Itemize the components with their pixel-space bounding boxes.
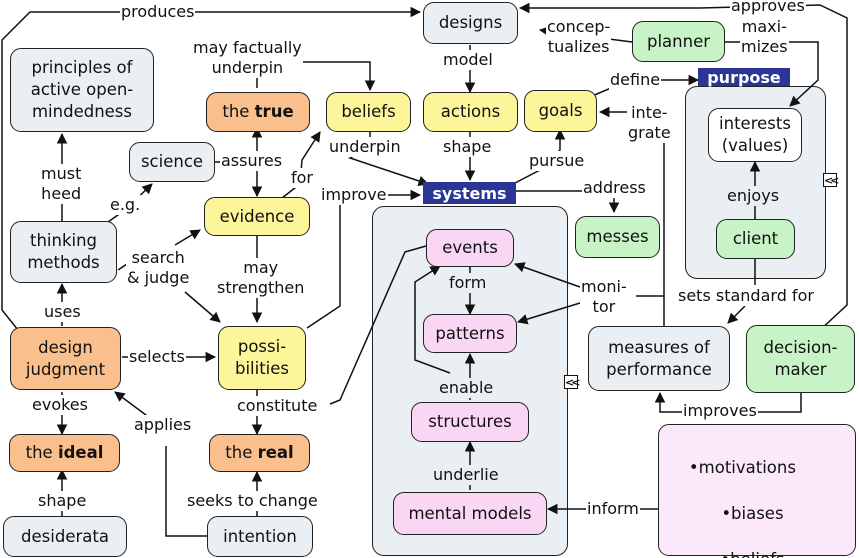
label-produces: produces — [120, 2, 196, 22]
node-desiderata[interactable]: desiderata — [3, 516, 127, 557]
node-design-judgment[interactable]: design judgment — [10, 327, 121, 390]
node-client[interactable]: client — [716, 219, 795, 259]
label-inform: inform — [586, 499, 640, 519]
label-address: address — [582, 178, 647, 198]
link-enable-events — [414, 265, 451, 374]
link-search-judge-possibilities — [184, 291, 221, 323]
collapse-purpose-icon[interactable]: << — [823, 173, 839, 187]
label-seeks-to-change: seeks to change — [186, 491, 319, 511]
node-beliefs[interactable]: beliefs — [326, 92, 411, 132]
label-eg: e.g. — [109, 195, 142, 215]
label-search-judge: search & judge — [126, 248, 191, 288]
label-may-strengthen: may strengthen — [216, 258, 306, 298]
label-shape-actions: shape — [442, 137, 493, 157]
node-designs[interactable]: designs — [423, 2, 518, 44]
node-mental-models[interactable]: mental models — [393, 492, 547, 535]
label-monitor: moni- tor — [580, 277, 628, 317]
label-approves: approves — [730, 0, 806, 16]
label-define: define — [609, 70, 662, 90]
label-evokes: evokes — [31, 395, 89, 415]
node-patterns[interactable]: patterns — [423, 314, 517, 353]
link-for — [281, 131, 321, 199]
factor-item: •biases — [721, 504, 784, 523]
node-the-true-prefix: the — [222, 102, 255, 121]
node-thinking-methods[interactable]: thinking methods — [10, 221, 117, 283]
node-interests-values[interactable]: interests (values) — [708, 108, 802, 162]
node-evidence[interactable]: evidence — [204, 197, 310, 236]
node-events[interactable]: events — [426, 229, 514, 267]
node-goals[interactable]: goals — [524, 90, 597, 132]
node-the-real[interactable]: the real — [209, 434, 310, 472]
link-applies-arrow — [114, 391, 151, 419]
label-model: model — [442, 50, 494, 70]
label-applies: applies — [133, 415, 193, 435]
label-for: for — [290, 168, 314, 188]
node-science[interactable]: science — [129, 142, 215, 182]
label-must-heed: must heed — [40, 164, 83, 204]
label-enable: enable — [438, 378, 495, 398]
label-uses: uses — [43, 302, 82, 322]
label-underpin: underpin — [328, 137, 402, 157]
label-pursue: pursue — [528, 151, 586, 171]
label-may-factually-underpin: may factually underpin — [192, 38, 303, 78]
label-integrate: inte- grate — [627, 103, 672, 143]
label-improve: improve — [320, 185, 388, 205]
node-the-real-bold: real — [257, 443, 294, 462]
node-the-ideal-bold: ideal — [57, 443, 104, 462]
link-sets-standard-arrow — [727, 305, 746, 324]
node-actions[interactable]: actions — [423, 92, 518, 132]
link-monitor-patterns — [516, 302, 581, 325]
node-motivations-assumptions[interactable]: •motivations •biases •beliefs •assumptio… — [658, 424, 856, 558]
label-enjoys: enjoys — [726, 186, 781, 206]
node-planner[interactable]: planner — [632, 21, 725, 62]
factor-item: •motivations — [688, 458, 796, 477]
node-messes[interactable]: messes — [575, 216, 660, 258]
node-the-true[interactable]: the true — [206, 92, 310, 132]
node-decision-maker[interactable]: decision- maker — [746, 325, 855, 393]
label-underlie: underlie — [432, 465, 500, 485]
link-improve — [306, 189, 422, 329]
node-the-real-prefix: the — [225, 443, 258, 462]
label-conceptualizes: concep- tualizes — [546, 17, 612, 57]
purpose-banner[interactable]: purpose — [698, 68, 790, 87]
node-possibilities[interactable]: possi- bilities — [218, 326, 306, 390]
systems-banner[interactable]: systems — [423, 182, 516, 204]
node-the-ideal[interactable]: the ideal — [9, 434, 120, 472]
label-shape-ideal: shape — [37, 491, 88, 511]
node-measures-of-performance[interactable]: measures of performance — [588, 326, 730, 391]
factors-list: •motivations •biases •beliefs •assumptio… — [671, 433, 814, 558]
factor-item: •beliefs — [671, 548, 814, 558]
node-principles-of-active-open-mindedness[interactable]: principles of active open- mindedness — [10, 48, 154, 132]
node-structures[interactable]: structures — [411, 402, 529, 442]
label-improves: improves — [682, 401, 758, 421]
link-monitor-events — [514, 262, 581, 288]
node-the-true-bold: true — [254, 102, 294, 121]
label-maximizes: maxi- mizes — [740, 17, 789, 57]
link-applies — [165, 446, 208, 537]
label-assures: assures — [220, 151, 284, 171]
label-constitute: constitute — [236, 396, 319, 416]
node-intention[interactable]: intention — [207, 516, 313, 557]
node-the-ideal-prefix: the — [25, 443, 58, 462]
label-form: form — [448, 273, 488, 293]
label-sets-standard-for: sets standard for — [677, 286, 815, 306]
link-approves — [518, 2, 848, 331]
label-selects: selects — [128, 347, 186, 367]
link-constitute-events — [329, 245, 427, 405]
collapse-systems-icon[interactable]: << — [564, 375, 580, 389]
link-search-judge-evidence — [174, 229, 201, 246]
